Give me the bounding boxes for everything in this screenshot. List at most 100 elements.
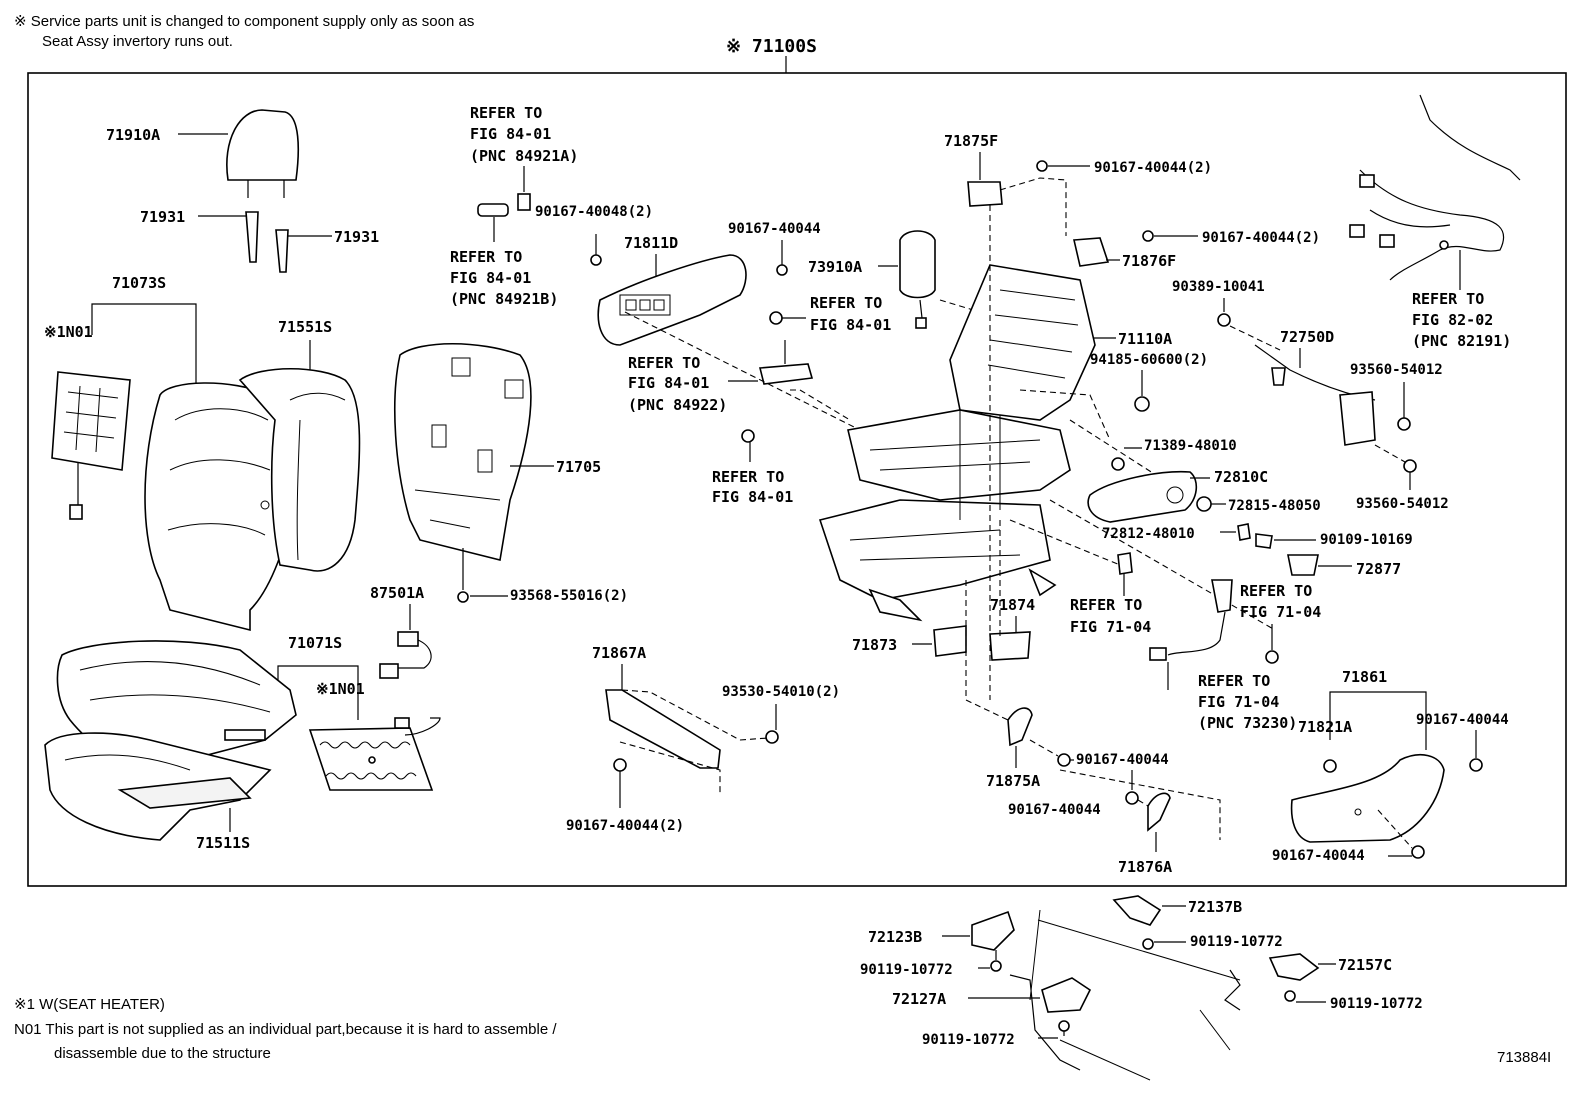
part-label-71110A: 71110A xyxy=(1118,330,1172,348)
part-label-71551S: 71551S xyxy=(278,318,332,336)
hinge-cover-drawing xyxy=(967,181,1003,207)
seat-cushion-pad-drawing xyxy=(44,732,272,841)
part-label-71821A: 71821A xyxy=(1298,718,1352,736)
part-label-72123B: 72123B xyxy=(868,928,922,946)
part-label-71875F: 71875F xyxy=(944,132,998,150)
seat-cushion-shield-drawing xyxy=(1290,754,1445,843)
headrest-guide-drawing xyxy=(245,211,289,273)
part-label-90109-10169: 90109-10169 xyxy=(1320,532,1413,548)
refer-3-line1: REFER TO xyxy=(810,294,882,312)
cover-71873-drawing xyxy=(933,625,967,657)
bracket-71874-clip-drawing xyxy=(1117,552,1133,575)
part-label-72877: 72877 xyxy=(1356,560,1401,578)
part-label-72127A: 72127A xyxy=(892,990,946,1008)
n01-label-cushion: ※1N01 xyxy=(316,680,365,698)
n01-label-seatback: ※1N01 xyxy=(44,323,93,341)
part-label-90389-10041: 90389-10041 xyxy=(1172,279,1265,295)
seat-cushion-heater-drawing xyxy=(308,717,441,791)
refer-1-line3: (PNC 84921A) xyxy=(470,147,578,165)
part-label-71811D: 71811D xyxy=(624,234,678,252)
part-label-93560-54012-top: 93560-54012 xyxy=(1350,362,1443,378)
refer-2-line3: (PNC 84921B) xyxy=(450,290,558,308)
part-label-90119-10772-a: 90119-10772 xyxy=(860,962,953,978)
clip-drawing xyxy=(1237,523,1251,541)
refer-6-line2: FIG 71-04 xyxy=(1070,618,1151,636)
part-label-71875A: 71875A xyxy=(986,772,1040,790)
refer-5-line1: REFER TO xyxy=(712,468,784,486)
header-note-line2: Seat Assy invertory runs out. xyxy=(42,33,233,50)
footer-note-n01: N01 This part is not supplied as an indi… xyxy=(14,1021,557,1038)
track-cover-72127A-drawing xyxy=(1041,977,1092,1013)
part-label-72750D: 72750D xyxy=(1280,328,1334,346)
refer-8-line2: FIG 71-04 xyxy=(1198,693,1279,711)
headrest-drawing xyxy=(226,109,300,198)
cover-71876A-drawing xyxy=(1147,792,1171,832)
track-cover-72123B-drawing xyxy=(971,910,1015,951)
part-label-90119-10772-b: 90119-10772 xyxy=(922,1032,1015,1048)
seatback-pad-drawing xyxy=(238,368,361,572)
refer-4-line1: REFER TO xyxy=(628,354,700,372)
refer-2-line2: FIG 84-01 xyxy=(450,269,531,287)
part-label-90167-40044-top: 90167-40044 xyxy=(728,221,821,237)
part-label-93560-54012-bottom: 93560-54012 xyxy=(1356,496,1449,512)
part-label-90167-40044-mid2: 90167-40044 xyxy=(1008,802,1101,818)
cover-71875A-drawing xyxy=(1007,707,1033,747)
hinge-cover-rh-drawing xyxy=(1073,237,1110,267)
part-label-71873: 71873 xyxy=(852,636,897,654)
footer-note-seat-heater: ※1 W(SEAT HEATER) xyxy=(14,996,165,1013)
refer-1-line1: REFER TO xyxy=(470,104,542,122)
refer-7-line2: FIG 71-04 xyxy=(1240,603,1321,621)
refer-9-line1: REFER TO xyxy=(1412,290,1484,308)
seatback-heater-drawing xyxy=(51,371,131,520)
header-note-line1: ※ Service parts unit is changed to compo… xyxy=(14,13,475,30)
refer-9-line3: (PNC 82191) xyxy=(1412,332,1511,350)
part-label-71389-48010: 71389-48010 xyxy=(1144,438,1237,454)
knob-72877-drawing xyxy=(1287,554,1319,576)
assembly-frame xyxy=(27,72,1567,887)
part-label-73910A: 73910A xyxy=(808,258,862,276)
part-label-71876F: 71876F xyxy=(1122,252,1176,270)
side-shield-drawing xyxy=(597,254,747,346)
part-label-90167-40044-2a: 90167-40044(2) xyxy=(1094,160,1212,176)
part-label-71073S: 71073S xyxy=(112,274,166,292)
refer-3-line2: FIG 84-01 xyxy=(810,316,891,334)
refer-5-line2: FIG 84-01 xyxy=(712,488,793,506)
lumbar-switch-drawing xyxy=(899,230,936,329)
part-label-71511S: 71511S xyxy=(196,834,250,852)
figure-id: 713884I xyxy=(1497,1049,1552,1066)
assembly-label: ※ 71100S xyxy=(726,36,817,57)
seat-belt-warning-sensor-drawing xyxy=(1254,344,1376,446)
part-label-90167-40044-2c: 90167-40044(2) xyxy=(1202,230,1320,246)
part-label-90119-10772-d: 90119-10772 xyxy=(1330,996,1423,1012)
part-label-93568-55016: 93568-55016(2) xyxy=(510,588,628,604)
heater-connector-drawing xyxy=(379,631,432,679)
side-cover-71867A-drawing xyxy=(605,689,721,769)
part-label-72137B: 72137B xyxy=(1188,898,1242,916)
seatback-board-drawing xyxy=(394,342,532,561)
part-label-71705: 71705 xyxy=(556,458,601,476)
bolt-90109-drawing xyxy=(1255,533,1273,549)
part-label-90167-40044-mid1: 90167-40044 xyxy=(1076,752,1169,768)
part-label-90119-10772-c: 90119-10772 xyxy=(1190,934,1283,950)
part-label-71931-right: 71931 xyxy=(334,228,379,246)
refer-8-line1: REFER TO xyxy=(1198,672,1270,690)
refer-9-line2: FIG 82-02 xyxy=(1412,311,1493,329)
part-label-94185-60600: 94185-60600(2) xyxy=(1090,352,1208,368)
part-label-72815-48050: 72815-48050 xyxy=(1228,498,1321,514)
refer-7-line1: REFER TO xyxy=(1240,582,1312,600)
part-label-71861: 71861 xyxy=(1342,668,1387,686)
cover-71874-drawing xyxy=(989,631,1031,661)
refer-8-line3: (PNC 73230) xyxy=(1198,714,1297,732)
part-label-71876A: 71876A xyxy=(1118,858,1172,876)
part-label-90167-40044-right1: 90167-40044 xyxy=(1416,712,1509,728)
part-label-71910A: 71910A xyxy=(106,126,160,144)
part-label-71931-left: 71931 xyxy=(140,208,185,226)
recliner-cover-drawing xyxy=(1087,470,1198,523)
refer-4-line2: FIG 84-01 xyxy=(628,374,709,392)
part-label-71071S: 71071S xyxy=(288,634,342,652)
footer-note-n01-cont: disassemble due to the structure xyxy=(54,1045,271,1062)
refer-1-line2: FIG 84-01 xyxy=(470,125,551,143)
switch-clip-drawing xyxy=(517,193,531,211)
refer-6-line1: REFER TO xyxy=(1070,596,1142,614)
